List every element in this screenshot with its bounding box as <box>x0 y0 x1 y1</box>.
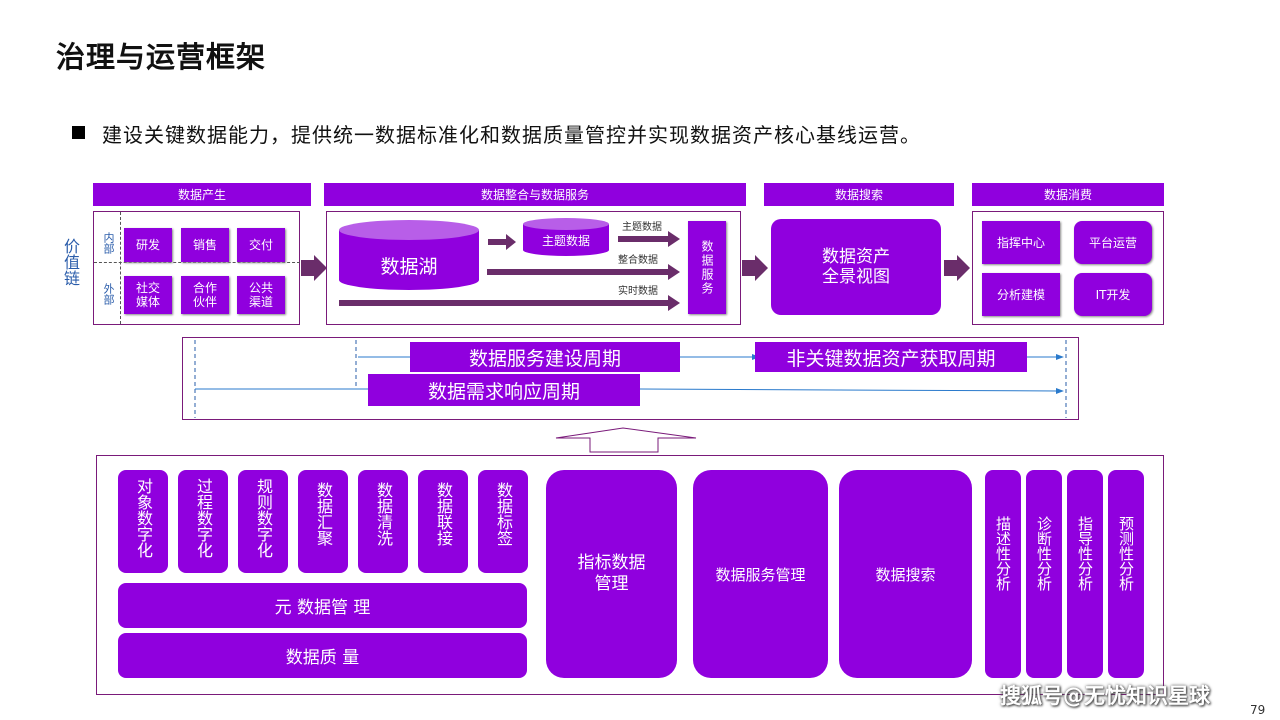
arrow-realtime-data <box>339 295 680 311</box>
header-consumption: 数据消费 <box>972 183 1164 206</box>
topic-data-cylinder <box>523 218 609 256</box>
data-search-box: 数据搜索 <box>839 470 972 678</box>
data-service-box: 数据服务 <box>688 221 726 314</box>
consumption-it-dev: IT开发 <box>1074 273 1152 316</box>
arrow-integration-to-search <box>742 255 768 281</box>
flow-label-topic: 主题数据 <box>622 222 662 233</box>
consumption-analysis-modeling: 分析建模 <box>982 273 1060 316</box>
arrow-integrated-data <box>487 264 680 280</box>
page-number: 79 <box>1250 703 1266 717</box>
external-item-public: 公共渠道 <box>237 276 285 314</box>
subtitle: 建设关键数据能力，提供统一数据标准化和数据质量管控并实现数据资产核心基线运营。 <box>102 123 921 147</box>
internal-label: 内部 <box>102 232 115 254</box>
col-rule-digitization: 规则数字化 <box>238 470 288 573</box>
label-divider <box>120 212 121 324</box>
external-item-partner: 合作伙伴 <box>181 276 229 314</box>
header-search: 数据搜索 <box>764 183 954 206</box>
asset-panorama-view: 数据资产 全景视图 <box>771 219 941 315</box>
col-object-digitization: 对象数字化 <box>118 470 168 573</box>
cycle-non-key-asset: 非关键数据资产获取周期 <box>755 342 1027 372</box>
up-arrow <box>555 427 697 453</box>
col-data-cleansing: 数据清洗 <box>358 470 408 573</box>
external-item-social: 社交媒体 <box>124 276 172 314</box>
data-lake-cylinder <box>339 220 479 290</box>
arrow-topic-data <box>618 231 680 247</box>
external-label: 外部 <box>102 283 115 305</box>
col-data-aggregation: 数据汇聚 <box>298 470 348 573</box>
col-prescriptive-analysis: 指导性分析 <box>1067 470 1103 678</box>
consumption-command-center: 指挥中心 <box>982 221 1060 264</box>
col-descriptive-analysis: 描述性分析 <box>985 470 1021 678</box>
col-diagnostic-analysis: 诊断性分析 <box>1026 470 1062 678</box>
internal-item-sales: 销售 <box>181 228 229 262</box>
col-process-digitization: 过程数字化 <box>178 470 228 573</box>
indicator-data-management: 指标数据 管理 <box>546 470 677 678</box>
data-quality-bar: 数据质 量 <box>118 633 527 678</box>
page-title: 治理与运营框架 <box>56 40 267 74</box>
topic-data-box-label: 主题数据 <box>541 234 590 248</box>
cycle-line-2b <box>639 388 1059 392</box>
bullet-icon <box>72 126 85 139</box>
arrow-search-to-consumption <box>944 255 970 281</box>
col-predictive-analysis: 预测性分析 <box>1108 470 1144 678</box>
flow-label-integrated: 整合数据 <box>618 255 658 266</box>
col-data-tagging: 数据标签 <box>478 470 528 573</box>
consumption-platform-ops: 平台运营 <box>1074 221 1152 264</box>
flow-label-realtime: 实时数据 <box>618 286 658 297</box>
cycle-demand-response: 数据需求响应周期 <box>368 374 640 406</box>
watermark: 搜狐号@无忧知识星球 <box>1000 684 1210 708</box>
cycle-frame <box>182 337 1079 420</box>
cycle-service-build: 数据服务建设周期 <box>410 342 680 372</box>
data-lake-label: 数据湖 <box>380 256 438 278</box>
internal-item-delivery: 交付 <box>237 228 285 262</box>
data-service-management: 数据服务管理 <box>693 470 828 678</box>
col-data-linking: 数据联接 <box>418 470 468 573</box>
arrow-production-to-integration <box>301 255 327 281</box>
header-integration: 数据整合与数据服务 <box>324 183 746 206</box>
internal-item-rd: 研发 <box>124 228 172 262</box>
metadata-management-bar: 元 数据管 理 <box>118 583 527 628</box>
value-chain-label: 价值链 <box>61 238 80 286</box>
internal-external-divider <box>94 262 300 263</box>
header-production: 数据产生 <box>93 183 311 206</box>
arrow-lake-to-topic <box>488 234 516 250</box>
